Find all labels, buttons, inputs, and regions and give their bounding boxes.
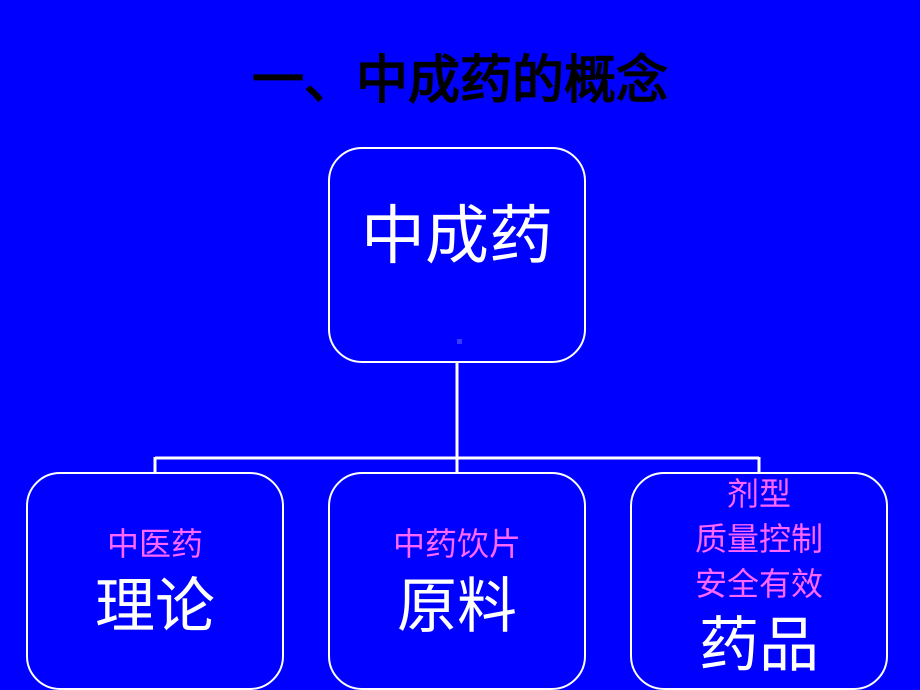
child-node-theory: 中医药 理论 xyxy=(26,472,284,690)
child-node-small-text: 中药饮片 xyxy=(392,525,521,563)
child-node-drug: 剂型 质量控制 安全有效 药品 xyxy=(630,472,888,690)
placeholder-dot xyxy=(457,339,462,344)
child-node-small-text: 质量控制 xyxy=(694,520,823,558)
child-node-big-text: 理论 xyxy=(95,572,215,642)
root-node-box: 中成药 xyxy=(328,147,586,363)
child-node-material: 中药饮片 原料 xyxy=(328,472,586,690)
child-node-big-text: 药品 xyxy=(699,611,819,681)
root-node-label: 中成药 xyxy=(361,200,553,274)
child-node-small-text: 剂型 xyxy=(726,475,791,513)
slide-title: 一、中成药的概念 xyxy=(251,51,668,111)
child-node-small-text: 安全有效 xyxy=(694,565,823,603)
child-node-big-text: 原料 xyxy=(397,572,517,642)
child-node-small-text: 中医药 xyxy=(106,525,203,563)
